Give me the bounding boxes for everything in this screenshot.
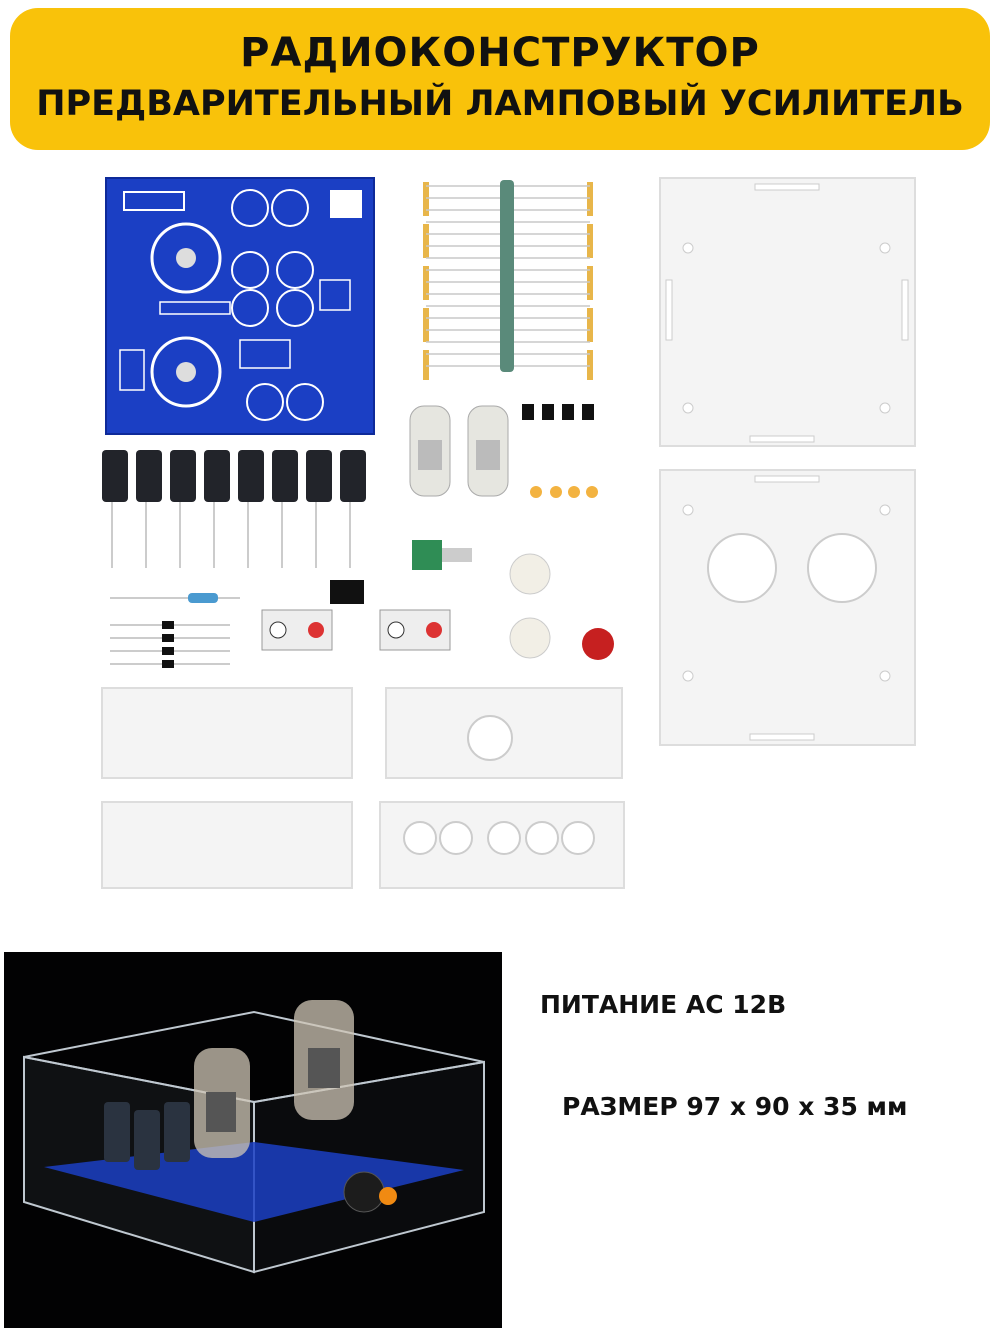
vacuum-tubes	[409, 405, 509, 497]
resistor-strip	[423, 180, 593, 380]
volume-knob	[343, 1171, 397, 1213]
kit-components-image	[101, 177, 916, 889]
size-spec: РАЗМЕР 97 x 90 x 35 мм	[562, 1092, 908, 1121]
rca-jacks	[261, 580, 451, 651]
tube-sockets	[509, 553, 551, 659]
tubes-in-case	[194, 1000, 354, 1158]
transistors	[522, 404, 598, 498]
title-line-1: РАДИОКОНСТРУКТОР	[240, 30, 760, 76]
capacitors-in-case	[104, 1102, 190, 1170]
pcb-board	[105, 177, 375, 435]
title-line-2: ПРЕДВАРИТЕЛЬНЫЙ ЛАМПОВЫЙ УСИЛИТЕЛЬ	[36, 84, 964, 124]
acrylic-side-panels	[101, 687, 625, 889]
power-spec: ПИТАНИЕ АС 12В	[540, 990, 787, 1019]
title-banner: РАДИОКОНСТРУКТОР ПРЕДВАРИТЕЛЬНЫЙ ЛАМПОВЫ…	[10, 8, 990, 150]
diodes	[110, 593, 240, 668]
acrylic-top-panel	[659, 177, 916, 447]
capacitors-row	[102, 450, 366, 568]
assembled-amplifier-photo	[4, 952, 502, 1328]
potentiometer	[412, 540, 614, 660]
acrylic-bottom-panel	[659, 469, 916, 746]
